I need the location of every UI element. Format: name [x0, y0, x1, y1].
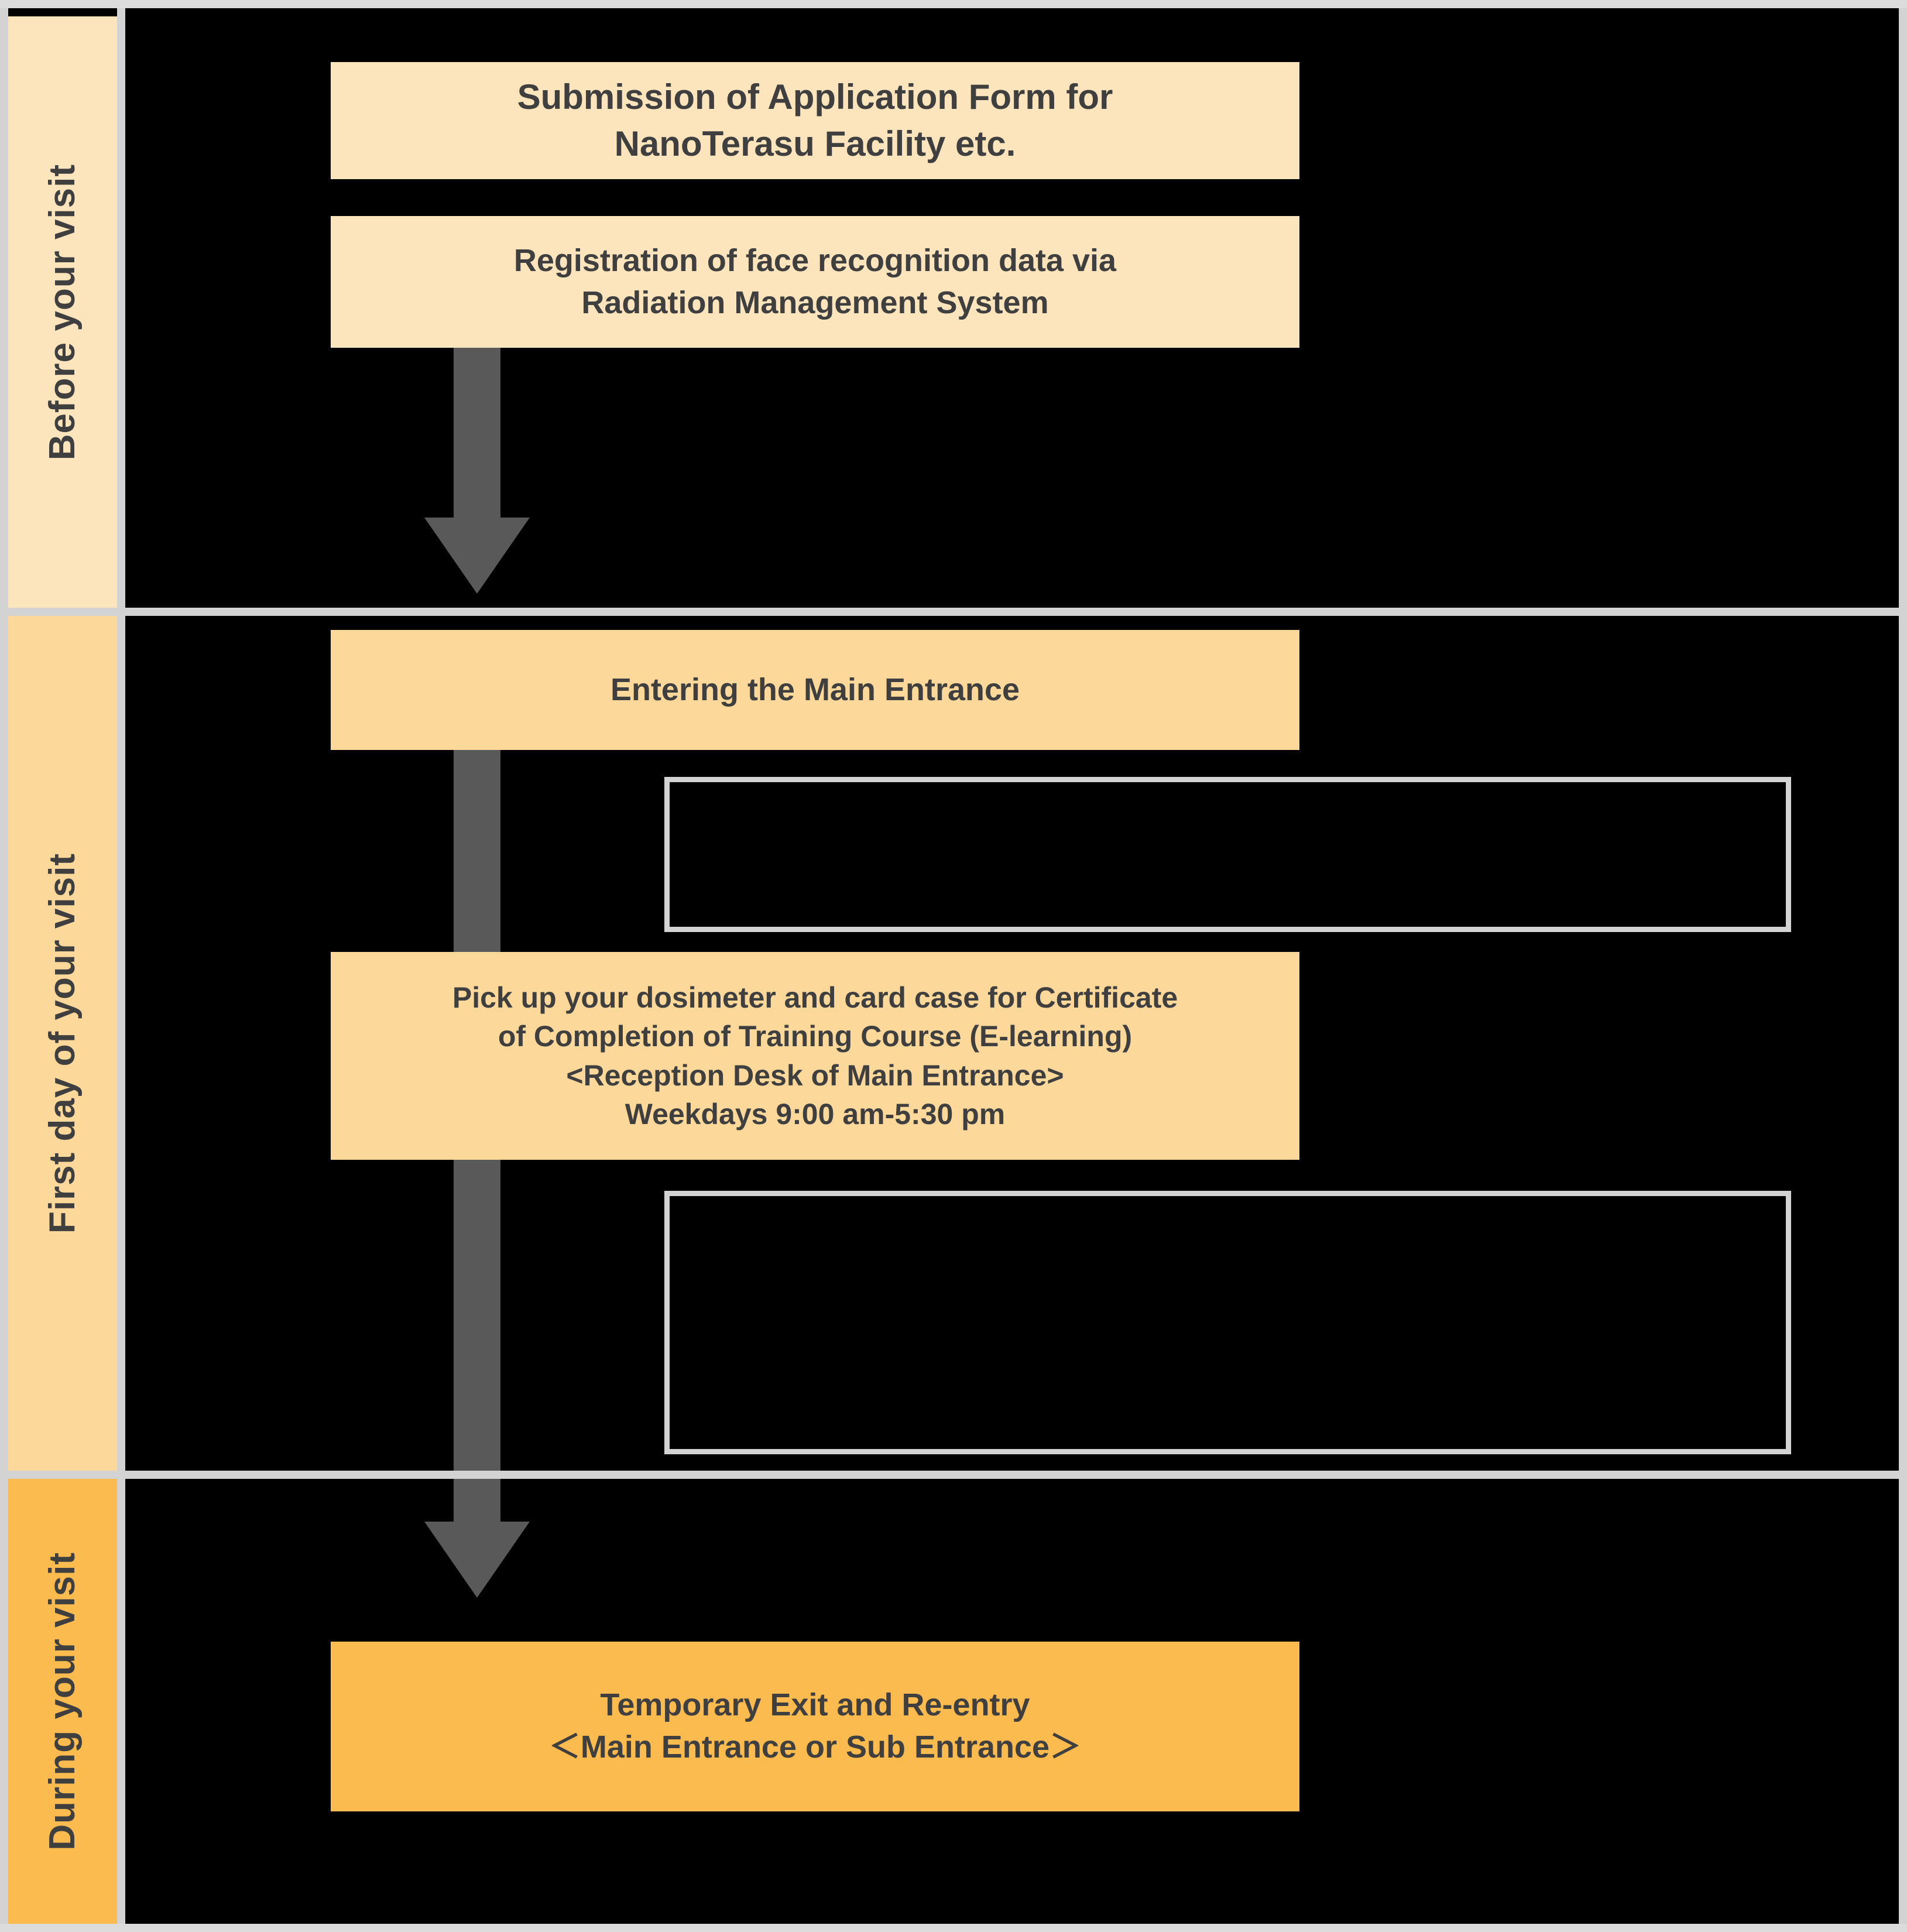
step-line: Entering the Main Entrance [610, 672, 1020, 707]
frame-right-border [1899, 8, 1907, 1924]
note-box-upper [664, 777, 1791, 932]
step-box-entering-the-main-entrance: Entering the Main Entrance [331, 630, 1299, 750]
step-line: NanoTerasu Facility etc. [614, 124, 1016, 163]
step-box-pick-up-dosimeter-and-card-case: Pick up your dosimeter and card case for… [331, 952, 1299, 1160]
step-line: <Reception Desk of Main Entrance> [566, 1059, 1064, 1092]
stage-label-during-your-visit: During your visit [42, 1552, 83, 1851]
step-line: Temporary Exit and Re-entry [600, 1687, 1030, 1723]
step-line: Pick up your dosimeter and card case for… [452, 981, 1178, 1014]
step-line: of Completion of Training Course (E-lear… [498, 1020, 1133, 1053]
step-box-registration-of-face-recognition-data: Registration of face recognition data vi… [331, 216, 1299, 348]
step-line: Submission of Application Form for [517, 77, 1113, 117]
stage-label-first-day-of-your-visit: First day of your visit [42, 852, 83, 1234]
arrow-before-to-first-day [424, 301, 530, 594]
step-line: Registration of face recognition data vi… [513, 242, 1117, 278]
note-box-lower [664, 1191, 1791, 1454]
section-divider-2 [0, 1471, 1907, 1479]
step-box-temporary-exit-and-re-entry: Temporary Exit and Re-entry ＜Main Entran… [331, 1642, 1299, 1811]
section-divider-1 [0, 608, 1907, 616]
stage-label-before-your-visit: Before your visit [42, 163, 83, 461]
step-line: ＜Main Entrance or Sub Entrance＞ [548, 1729, 1082, 1765]
stage-cell-first-day-of-your-visit: First day of your visit [8, 616, 117, 1471]
frame-left-border [0, 8, 8, 1924]
stage-cell-during-your-visit: During your visit [8, 1479, 117, 1924]
stage-column-divider [117, 8, 125, 1924]
step-box-submission-of-application-form: Submission of Application Form for NanoT… [331, 62, 1299, 179]
step-line: Weekdays 9:00 am-5:30 pm [625, 1098, 1006, 1131]
stage-cell-before-your-visit: Before your visit [8, 16, 117, 608]
step-line: Radiation Management System [581, 285, 1049, 320]
